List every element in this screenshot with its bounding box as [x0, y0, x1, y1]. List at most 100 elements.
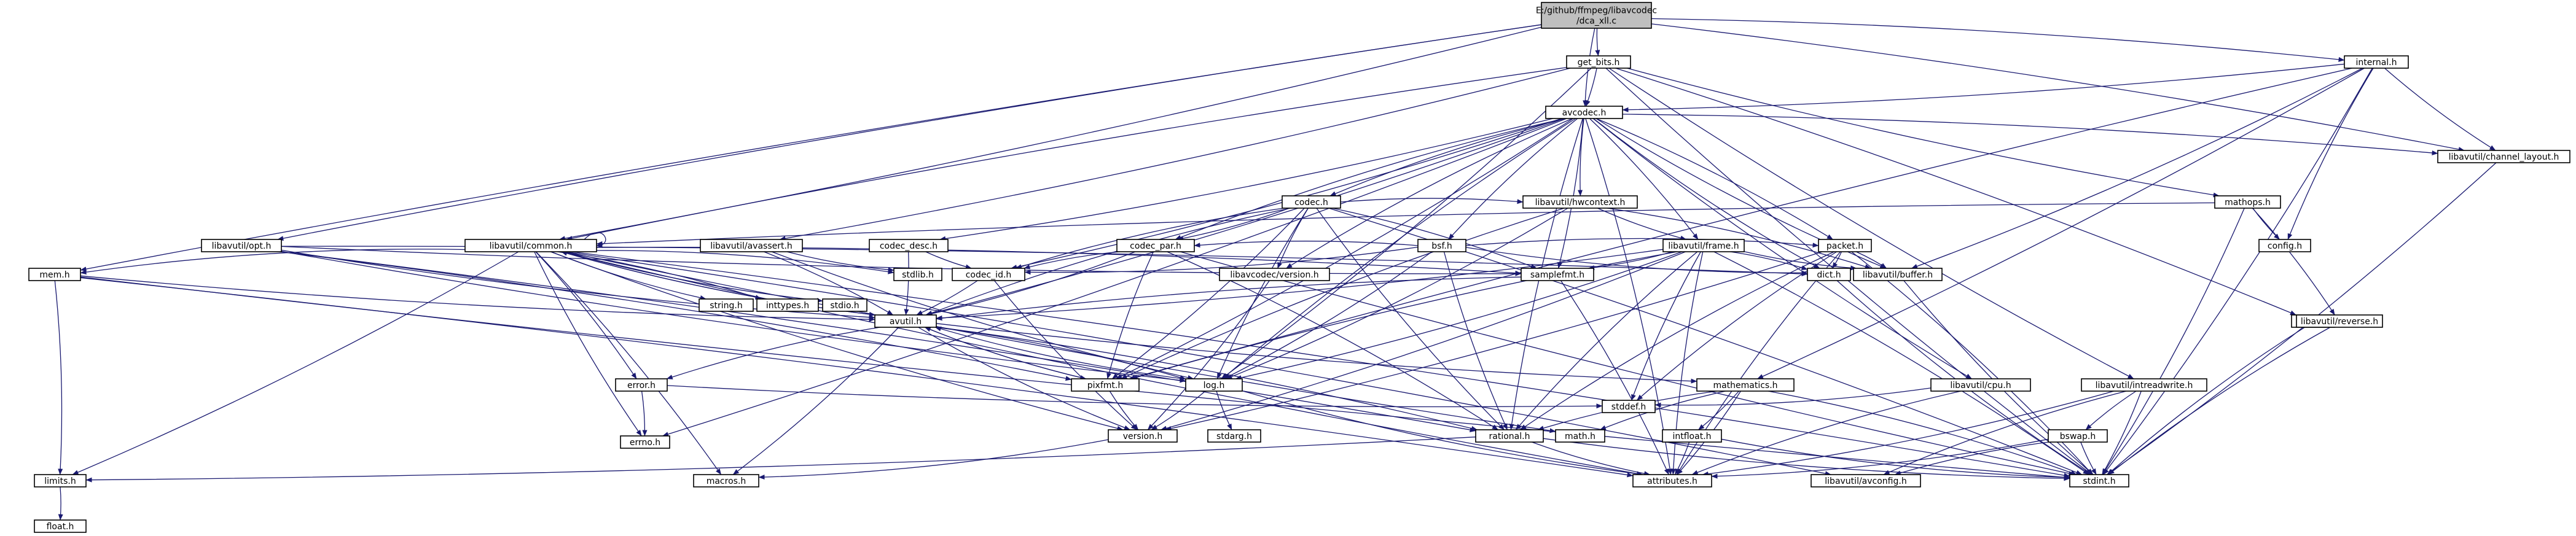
node-lavc-version[interactable]: libavcodec/version.h — [1219, 268, 1330, 281]
node-samplefmt[interactable]: samplefmt.h — [1521, 268, 1594, 281]
node-common[interactable]: libavutil/common.h — [464, 239, 597, 252]
dependency-edge-pixfmt-to-avutil — [924, 327, 1086, 379]
dependency-edge-avutil-to-mathematics — [936, 323, 1697, 384]
node-bswap[interactable]: bswap.h — [2048, 429, 2108, 443]
dependency-edge-intreadwrite-to-attributes — [1702, 390, 2114, 476]
node-reverse[interactable]: libavutil/reverse.h — [2296, 314, 2383, 328]
node-label: stdlib.h — [902, 270, 934, 280]
dependency-arrow — [1332, 208, 1537, 269]
dependency-edge-cpu-to-stddef — [1654, 387, 1932, 408]
dependency-arrow — [1016, 208, 1285, 270]
node-rational[interactable]: rational.h — [1475, 429, 1544, 443]
dependency-arrow — [779, 68, 1571, 241]
dependency-arrow — [1175, 118, 1565, 240]
dependency-edge-root-to-internal — [1651, 18, 2345, 62]
node-limits[interactable]: limits.h — [34, 474, 87, 487]
dependency-edge-common-to-errno — [534, 251, 642, 437]
node-mem[interactable]: mem.h — [28, 268, 81, 281]
node-label: libavutil/hwcontext.h — [1535, 198, 1626, 208]
dependency-arrow — [758, 439, 1109, 480]
node-avconfig[interactable]: libavutil/avconfig.h — [1811, 474, 1921, 487]
dependency-edge-codec_id-to-avutil — [916, 280, 978, 316]
node-box — [28, 268, 81, 281]
node-box — [34, 519, 87, 533]
node-frame[interactable]: libavutil/frame.h — [1662, 239, 1745, 252]
node-stdlib[interactable]: stdlib.h — [893, 268, 942, 281]
node-config[interactable]: config.h — [2258, 239, 2311, 252]
node-dict[interactable]: dict.h — [1807, 268, 1851, 281]
dependency-arrow — [1129, 68, 2352, 380]
node-stdarg[interactable]: stdarg.h — [1207, 429, 1261, 443]
dependency-edge-avcodec-to-avutil — [925, 118, 1565, 316]
node-box — [2437, 150, 2570, 163]
node-codec[interactable]: codec.h — [1282, 195, 1341, 209]
dependency-arrow — [571, 251, 2070, 478]
node-codec-desc[interactable]: codec_desc.h — [869, 239, 949, 252]
node-buffer[interactable]: libavutil/buffer.h — [1853, 268, 1943, 281]
node-avassert[interactable]: libavutil/avassert.h — [700, 239, 803, 252]
node-avcodec[interactable]: avcodec.h — [1545, 106, 1623, 119]
node-attributes[interactable]: attributes.h — [1632, 474, 1712, 487]
node-inttypes[interactable]: inttypes.h — [756, 298, 819, 312]
node-cpu[interactable]: libavutil/cpu.h — [1930, 378, 2031, 392]
dependency-edge-root-to-mem — [80, 24, 1542, 272]
dependency-arrow — [2252, 208, 2335, 316]
dependency-edge-mathops-to-reverse — [2252, 208, 2335, 316]
node-stdio[interactable]: stdio.h — [822, 298, 867, 312]
dependency-edge-samplefmt-to-attributes — [1560, 280, 1669, 475]
node-version[interactable]: version.h — [1108, 429, 1178, 443]
node-pixfmt[interactable]: pixfmt.h — [1071, 378, 1140, 392]
dependency-edge-avcodec-to-pixfmt — [1116, 118, 1574, 379]
node-errno[interactable]: errno.h — [620, 435, 670, 449]
node-mathematics[interactable]: mathematics.h — [1696, 378, 1795, 392]
node-internal[interactable]: internal.h — [2344, 55, 2409, 69]
dependency-edge-log-to-version — [1151, 390, 1206, 430]
dependency-edge-bswap-to-attributes — [1711, 438, 2049, 479]
node-hwcontext[interactable]: libavutil/hwcontext.h — [1522, 195, 1638, 209]
dependency-edge-common-to-mem — [80, 249, 466, 275]
node-label: libavutil/intreadwrite.h — [2096, 381, 2193, 390]
dependency-edge-common-to-limits — [72, 251, 519, 475]
node-math-h[interactable]: math.h — [1555, 429, 1605, 443]
dependency-arrow — [1856, 251, 1887, 269]
node-get-bits[interactable]: get_bits.h — [1566, 55, 1631, 69]
node-avutil[interactable]: avutil.h — [874, 314, 937, 328]
dependency-edge-opt-to-log — [281, 251, 1186, 383]
dependency-edge-avcodec-to-cpu — [1592, 118, 1972, 379]
node-box — [1555, 429, 1605, 443]
node-float-h[interactable]: float.h — [34, 519, 87, 533]
dependency-arrow — [1883, 390, 2127, 475]
dependency-edge-codec-to-codec_id — [1016, 208, 1285, 270]
node-codec-par[interactable]: codec_par.h — [1116, 239, 1195, 252]
dependency-arrow — [558, 26, 1542, 241]
node-codec-id[interactable]: codec_id.h — [952, 268, 1025, 281]
dependency-arrow — [1024, 246, 1419, 275]
dependency-edge-bsf-to-codec_id — [1024, 246, 1419, 275]
dependency-arrow — [1651, 23, 2465, 152]
node-opt[interactable]: libavutil/opt.h — [201, 239, 282, 252]
node-error[interactable]: error.h — [615, 378, 668, 392]
node-box — [1818, 239, 1872, 252]
dependency-arrow — [1595, 28, 1600, 56]
dependency-edge-intfloat-to-stdint — [1721, 438, 2070, 480]
dependency-arrow — [1831, 251, 1842, 269]
node-box — [2048, 429, 2108, 443]
node-intfloat[interactable]: intfloat.h — [1662, 429, 1722, 443]
dependency-edge-bsf-to-codec_par — [1194, 241, 1419, 248]
dependency-arrow — [1121, 208, 1565, 379]
node-bsf[interactable]: bsf.h — [1417, 239, 1466, 252]
node-intreadwrite[interactable]: libavutil/intreadwrite.h — [2081, 378, 2207, 392]
dependency-arrow — [1165, 251, 1823, 431]
node-stddef[interactable]: stddef.h — [1602, 400, 1656, 413]
node-string-h[interactable]: string.h — [699, 298, 754, 312]
node-log[interactable]: log.h — [1185, 378, 1243, 392]
node-stdint[interactable]: stdint.h — [2069, 474, 2129, 487]
dependency-edge-hwcontext-to-frame — [1597, 208, 1687, 241]
dependency-arrow — [786, 251, 895, 273]
node-mathops[interactable]: mathops.h — [2214, 195, 2281, 209]
node-channel-layout[interactable]: libavutil/channel_layout.h — [2437, 150, 2570, 163]
node-packet[interactable]: packet.h — [1818, 239, 1872, 252]
dependency-arrow — [764, 251, 894, 316]
node-label: inttypes.h — [766, 301, 809, 311]
node-macros[interactable]: macros.h — [693, 474, 759, 487]
